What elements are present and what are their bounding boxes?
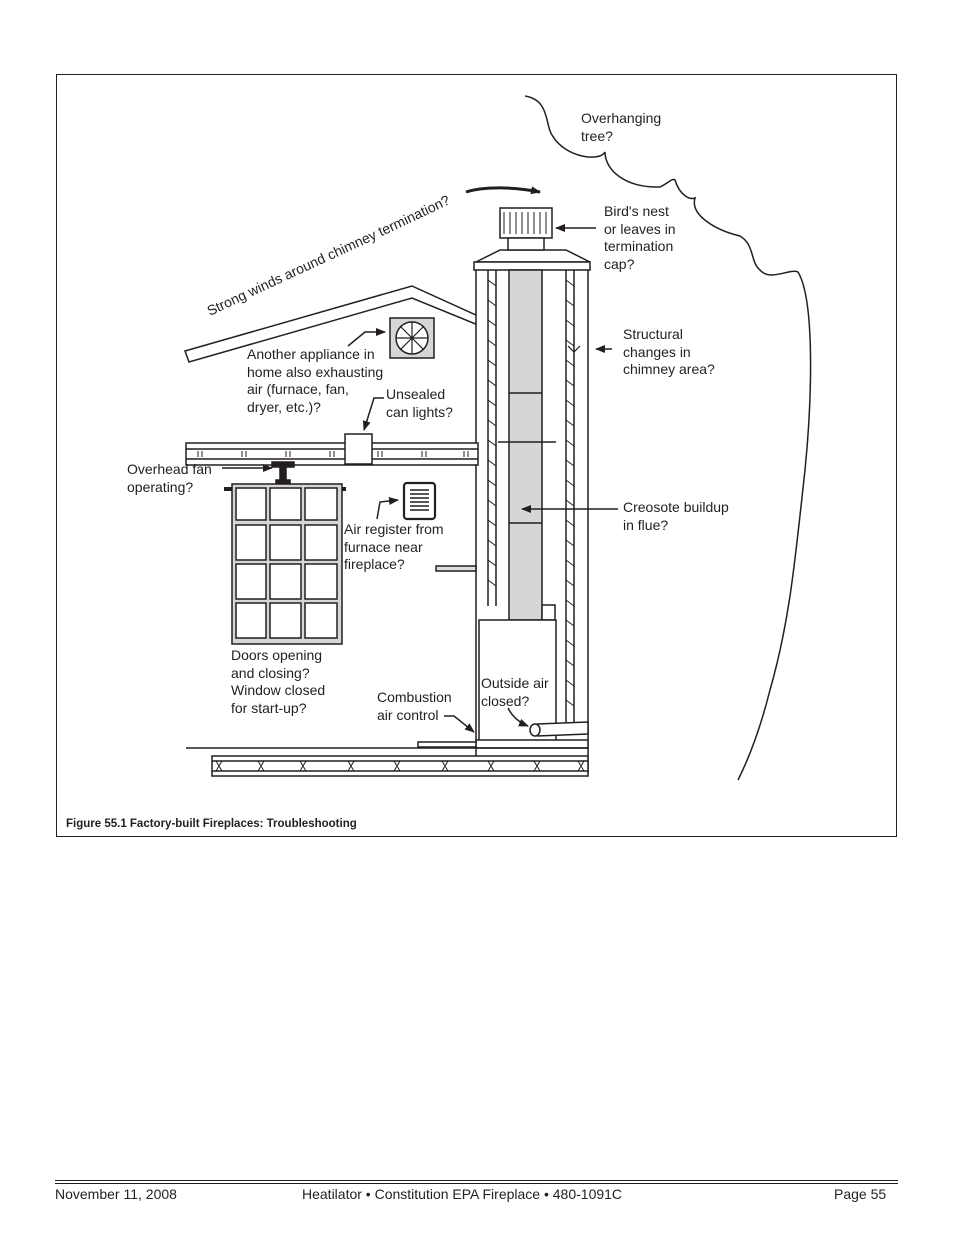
outside-air-arrow (507, 707, 529, 727)
combustion-air-control (417, 741, 477, 748)
footer-title: Heatilator • Constitution EPA Fireplace … (302, 1186, 623, 1202)
termination-cap (499, 207, 553, 239)
floor-joist (211, 755, 589, 777)
figure-caption: Figure 55.1 Factory-built Fireplaces: Tr… (66, 818, 357, 830)
label-overhead-fan: Overhead fan operating? (127, 461, 212, 495)
label-air-register: Air register from furnace near fireplace… (344, 521, 444, 572)
label-overhanging-tree: Overhanging tree? (581, 110, 662, 144)
label-birds-nest: Bird's nest or leaves in termination cap… (604, 203, 676, 272)
label-doors-opening: Doors opening and closing? Window closed… (231, 647, 326, 716)
ceiling-joist (185, 442, 479, 466)
label-outside-air: Outside air closed? (481, 675, 549, 709)
chase-top (475, 249, 591, 263)
hearth-extension (435, 565, 477, 572)
chase-flashing (473, 261, 591, 271)
lights-arrow (362, 397, 384, 431)
label-creosote: Creosote buildup in flue? (623, 499, 729, 533)
wind-arrow (465, 186, 541, 195)
footer-page: Page 55 (834, 1186, 887, 1202)
can-light (344, 433, 373, 465)
flue-pipe (508, 269, 543, 621)
exhaust-fan-icon (389, 317, 435, 359)
label-unsealed-lights: Unsealed can lights? (386, 386, 453, 420)
air-register-icon (402, 481, 437, 521)
footer-date: November 11, 2008 (55, 1186, 177, 1202)
label-structural-changes: Structural changes in chimney area? (623, 326, 715, 377)
label-another-appliance: Another appliance in home also exhaustin… (247, 346, 384, 415)
window (231, 483, 343, 645)
outside-air-duct (536, 721, 589, 737)
footer-rule (55, 1180, 898, 1181)
footer-rule (55, 1183, 898, 1184)
label-combustion-air: Combustion air control (377, 689, 452, 723)
tree-outline (524, 95, 812, 781)
appliance-arrow (347, 328, 386, 347)
figure-frame (56, 74, 897, 837)
combustion-arrow (444, 715, 475, 733)
register-arrow (376, 497, 399, 520)
